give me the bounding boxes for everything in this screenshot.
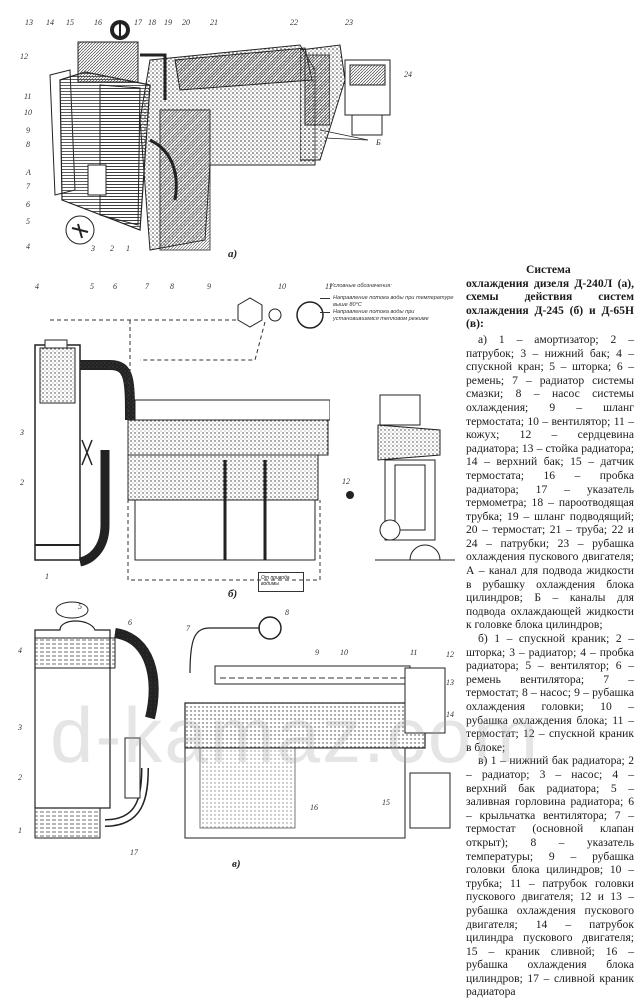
callout-b-3: 3 — [20, 428, 24, 437]
legend-item: Направление потока воды при температуре … — [320, 295, 460, 309]
dashed-line-icon — [320, 312, 330, 313]
legend-title: Условные обозначения: — [330, 283, 392, 289]
callout-c-16: 16 — [310, 803, 318, 812]
callout-b-1: 1 — [45, 572, 49, 581]
callout-b-10: 10 — [278, 282, 286, 291]
callout-c-10: 10 — [340, 648, 348, 657]
description-part-a: а) 1 – амортизатор; 2 – патрубок; 3 – ни… — [466, 332, 634, 632]
callout-c-14: 14 — [446, 710, 454, 719]
figure-c-schematic: 5 6 7 8 9 10 11 12 13 14 4 3 2 1 15 16 1… — [10, 598, 460, 857]
callout-c-4: 4 — [18, 646, 22, 655]
drive-box-label: От привода водимы — [258, 572, 304, 592]
callout-c-3: 3 — [18, 723, 22, 732]
callout-c-17: 17 — [130, 848, 138, 857]
callout-c-9: 9 — [315, 648, 319, 657]
legend-item: Направление потока воды при установившем… — [320, 309, 460, 323]
callout-c-1: 1 — [18, 826, 22, 835]
callout-b-9: 9 — [207, 282, 211, 291]
callout-c-11: 11 — [410, 648, 418, 657]
callout-c-7: 7 — [186, 624, 190, 633]
solid-line-icon — [320, 298, 330, 299]
callout-c-15: 15 — [382, 798, 390, 807]
figure-b-schematic: 4 5 6 7 8 9 10 11 3 2 1 — [10, 280, 333, 590]
callout-c-13: 13 — [446, 678, 454, 687]
radiator — [49, 20, 151, 245]
figure-a-engine-right — [299, 20, 400, 170]
callout-c-6: 6 — [128, 618, 132, 627]
callout-c-5: 5 — [78, 602, 82, 611]
callout-b-4: 4 — [35, 282, 39, 291]
figure-a-engine-illustration — [0, 0, 331, 262]
callout-b-5: 5 — [90, 282, 94, 291]
figure-c-caption: в) — [232, 858, 241, 870]
description-part-c: в) 1 – нижний бак радиатора; 2 – радиато… — [466, 754, 634, 999]
callout-b-7: 7 — [145, 282, 149, 291]
callout-24: 24 — [404, 70, 412, 79]
description-column: Система охлаждения дизеля Д-240Л (а), сх… — [466, 263, 634, 999]
cross-section-drawing — [346, 394, 455, 561]
description-part-b: б) 1 – спускной краник; 2 – шторка; 3 – … — [466, 632, 634, 754]
legend: Условные обозначения: Направление потока… — [320, 283, 460, 323]
figure-a-right-drawing — [299, 44, 391, 161]
callout-b-6: 6 — [113, 282, 117, 291]
figure-c-drawing — [34, 601, 451, 839]
figure-b-caption: б) — [228, 588, 238, 600]
callout-c-8: 8 — [285, 608, 289, 617]
callout-b-11: 11 — [325, 282, 333, 291]
callout-c-2: 2 — [18, 773, 22, 782]
callout-b-12: 12 — [342, 477, 350, 486]
callout-b-8: 8 — [170, 282, 174, 291]
description-title: Система охлаждения дизеля Д-240Л (а), сх… — [466, 263, 634, 331]
figure-b-cross-section: 12 — [340, 385, 460, 570]
figure-b-drawing — [34, 297, 331, 581]
callout-b-2: 2 — [20, 478, 24, 487]
figure-a-drawing — [49, 20, 331, 251]
figure-a-caption: а) — [228, 248, 238, 260]
callout-c-12: 12 — [446, 650, 454, 659]
